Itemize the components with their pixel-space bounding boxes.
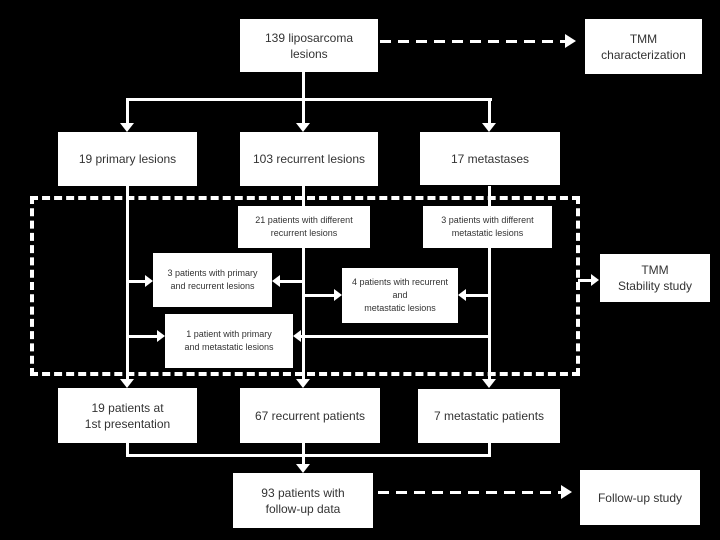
connector-column-metastases — [488, 186, 491, 379]
node-label-line: 67 recurrent patients — [254, 408, 366, 423]
connector-dashed-characterization — [380, 40, 566, 43]
node-label-line: 4 patients with recurrent — [351, 277, 449, 287]
connector-recurrent-to-overlap2 — [303, 294, 335, 297]
node-label-line: 21 patients with different — [255, 215, 353, 225]
arrowhead-right-icon — [565, 34, 576, 48]
connector-primary-to-overlap3 — [127, 335, 158, 338]
node-label-line: 1st presentation — [84, 416, 171, 431]
node-3-different-metastatic: 3 patients with different metastatic les… — [423, 206, 552, 248]
connector-metastases-to-overlap3 — [299, 335, 491, 338]
arrowhead-down-icon — [120, 379, 134, 388]
connector-group-to-stability — [578, 279, 592, 282]
arrowhead-down-icon — [482, 123, 496, 132]
node-93-patients-followup: 93 patients with follow-up data — [233, 473, 373, 528]
node-label-line: 93 patients with — [261, 485, 345, 500]
node-label-line: and recurrent lesions — [170, 281, 255, 291]
node-label-line: 103 recurrent lesions — [252, 152, 366, 166]
node-67-recurrent-patients: 67 recurrent patients — [240, 388, 380, 443]
node-139-liposarcoma-lesions: 139 liposarcoma lesions — [240, 19, 378, 72]
connector-drop-primary — [126, 99, 129, 124]
node-103-recurrent-lesions: 103 recurrent lesions — [240, 132, 378, 186]
arrowhead-right-icon — [561, 485, 572, 499]
node-tmm-stability-study: TMM Stability study — [600, 254, 710, 302]
node-label-line: 3 patients with different — [441, 215, 534, 225]
arrowhead-left-icon — [458, 289, 466, 301]
node-label-line: characterization — [601, 47, 686, 62]
node-label-line: metastatic lesions — [364, 303, 436, 313]
node-label-line: and — [392, 290, 408, 300]
arrowhead-right-icon — [145, 275, 153, 287]
node-19-patients-first-presentation: 19 patients at 1st presentation — [58, 388, 197, 443]
node-followup-study: Follow-up study — [580, 470, 700, 525]
node-label-line: TMM — [629, 31, 658, 46]
node-7-metastatic-patients: 7 metastatic patients — [418, 389, 560, 443]
arrowhead-left-icon — [293, 330, 301, 342]
arrowhead-down-icon — [482, 379, 496, 388]
connector-branch-top — [126, 98, 492, 101]
node-label-line: 19 primary lesions — [78, 152, 177, 166]
node-label-line: Stability study — [617, 279, 693, 293]
node-label-line: 139 liposarcoma — [264, 30, 354, 45]
arrowhead-left-icon — [272, 275, 280, 287]
arrowhead-right-icon — [334, 289, 342, 301]
node-4-recurrent-and-metastatic: 4 patients with recurrent and metastatic… — [342, 268, 458, 323]
connector-first-down — [126, 443, 129, 457]
node-label-line: recurrent lesions — [270, 228, 338, 238]
node-1-primary-and-metastatic: 1 patient with primary and metastatic le… — [165, 314, 293, 368]
node-label-line: Follow-up study — [597, 490, 683, 505]
node-label-line: metastatic lesions — [451, 228, 524, 238]
node-tmm-characterization: TMM characterization — [585, 19, 702, 74]
connector-merge-bottom — [126, 454, 491, 457]
node-label-line: 19 patients at — [91, 400, 164, 415]
node-label-line: and metastatic lesions — [184, 342, 274, 352]
connector-dashed-followup — [378, 491, 562, 494]
node-label-line: lesions — [290, 46, 328, 61]
node-17-metastases: 17 metastases — [420, 132, 560, 185]
arrowhead-right-icon — [157, 330, 165, 342]
connector-metastases-to-overlap2 — [464, 294, 491, 297]
connector-drop-metastases — [488, 99, 491, 124]
arrowhead-down-icon — [296, 123, 310, 132]
node-label-line: 7 metastatic patients — [433, 409, 545, 423]
node-label-line: follow-up data — [265, 501, 341, 516]
node-19-primary-lesions: 19 primary lesions — [58, 132, 197, 186]
arrowhead-down-icon — [296, 379, 310, 388]
connector-primary-to-overlap1 — [127, 280, 146, 283]
arrowhead-down-icon — [296, 464, 310, 473]
node-label-line: 1 patient with primary — [186, 329, 272, 339]
node-label-line: TMM — [641, 263, 669, 277]
node-label-line: 3 patients with primary — [167, 268, 258, 278]
arrowhead-down-icon — [120, 123, 134, 132]
node-21-different-recurrent: 21 patients with different recurrent les… — [238, 206, 370, 248]
node-label-line: 17 metastases — [450, 151, 530, 166]
connector-recurrent-to-overlap1 — [278, 280, 304, 283]
arrowhead-right-icon — [591, 274, 599, 286]
overlap-group-dashed-border — [30, 196, 580, 376]
node-3-primary-and-recurrent: 3 patients with primary and recurrent le… — [153, 253, 272, 307]
connector-metastatic-down — [488, 443, 491, 457]
